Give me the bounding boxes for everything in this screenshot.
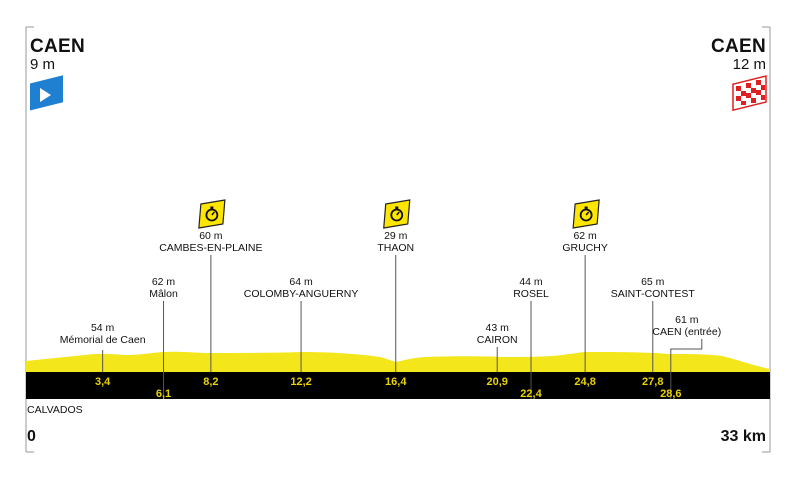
km-marker-memorial: 3,4 — [95, 376, 111, 388]
km-marker-cairon: 20,9 — [486, 376, 507, 388]
waypoint-altitude: 54 m — [90, 322, 115, 334]
waypoint-name: CAMBES-EN-PLAINE — [159, 242, 263, 254]
waypoint-name: COLOMBY-ANGUERNY — [243, 288, 359, 300]
distance-end: 33 km — [720, 428, 766, 445]
start-block: CAEN 9 m — [30, 37, 85, 73]
start-altitude: 9 m — [30, 56, 56, 73]
km-marker-malon: 6,1 — [156, 388, 171, 400]
waypoint-altitude: 43 m — [485, 322, 509, 334]
stopwatch-icon — [572, 199, 600, 229]
waypoint-altitude: 60 m — [199, 230, 223, 242]
stopwatch-icon — [383, 199, 411, 229]
km-marker-thaon: 16,4 — [385, 376, 407, 388]
waypoint-altitude: 62 m — [151, 276, 176, 288]
waypoint-altitude: 64 m — [289, 276, 313, 288]
waypoint-name: Mémorial de Caen — [59, 334, 146, 346]
waypoint-stems — [102, 255, 703, 399]
distance-start: 0 — [27, 428, 36, 445]
waypoint-name: CAIRON — [476, 334, 518, 346]
km-marker-gruchy: 24,8 — [574, 376, 595, 388]
km-marker-cambes: 8,2 — [203, 376, 218, 388]
finish-town: CAEN — [710, 36, 766, 57]
waypoint-name: Mâlon — [149, 288, 178, 300]
waypoint-name: THAON — [377, 242, 415, 254]
finish-flag-icon — [732, 75, 767, 112]
waypoint-name: SAINT-CONTEST — [610, 288, 695, 300]
start-town: CAEN — [30, 36, 86, 57]
km-marker-saint-contest: 27,8 — [642, 376, 663, 388]
km-marker-rosel: 22,4 — [520, 388, 542, 400]
waypoint-altitude: 62 m — [573, 230, 597, 242]
finish-block: CAEN 12 m — [711, 37, 766, 73]
waypoint-altitude: 65 m — [641, 276, 665, 288]
start-flag-icon — [30, 75, 63, 111]
waypoint-altitude: 44 m — [519, 276, 543, 288]
km-band — [26, 372, 770, 399]
waypoint-name: GRUCHY — [562, 242, 608, 254]
waypoint-name: CAEN (entrée) — [652, 326, 722, 338]
waypoint-altitude: 61 m — [675, 314, 699, 326]
elevation-profile-area — [26, 351, 770, 372]
waypoint-stem-elbow — [670, 339, 703, 399]
stopwatch-icon — [198, 199, 226, 229]
region-label: CALVADOS — [27, 404, 83, 416]
timecheck-icons — [198, 199, 600, 229]
waypoint-altitude: 29 m — [384, 230, 408, 242]
km-marker-caen-entree: 28,6 — [660, 388, 681, 400]
finish-altitude: 12 m — [732, 56, 766, 73]
km-marker-colomby: 12,2 — [290, 376, 311, 388]
waypoint-name: ROSEL — [513, 288, 549, 300]
